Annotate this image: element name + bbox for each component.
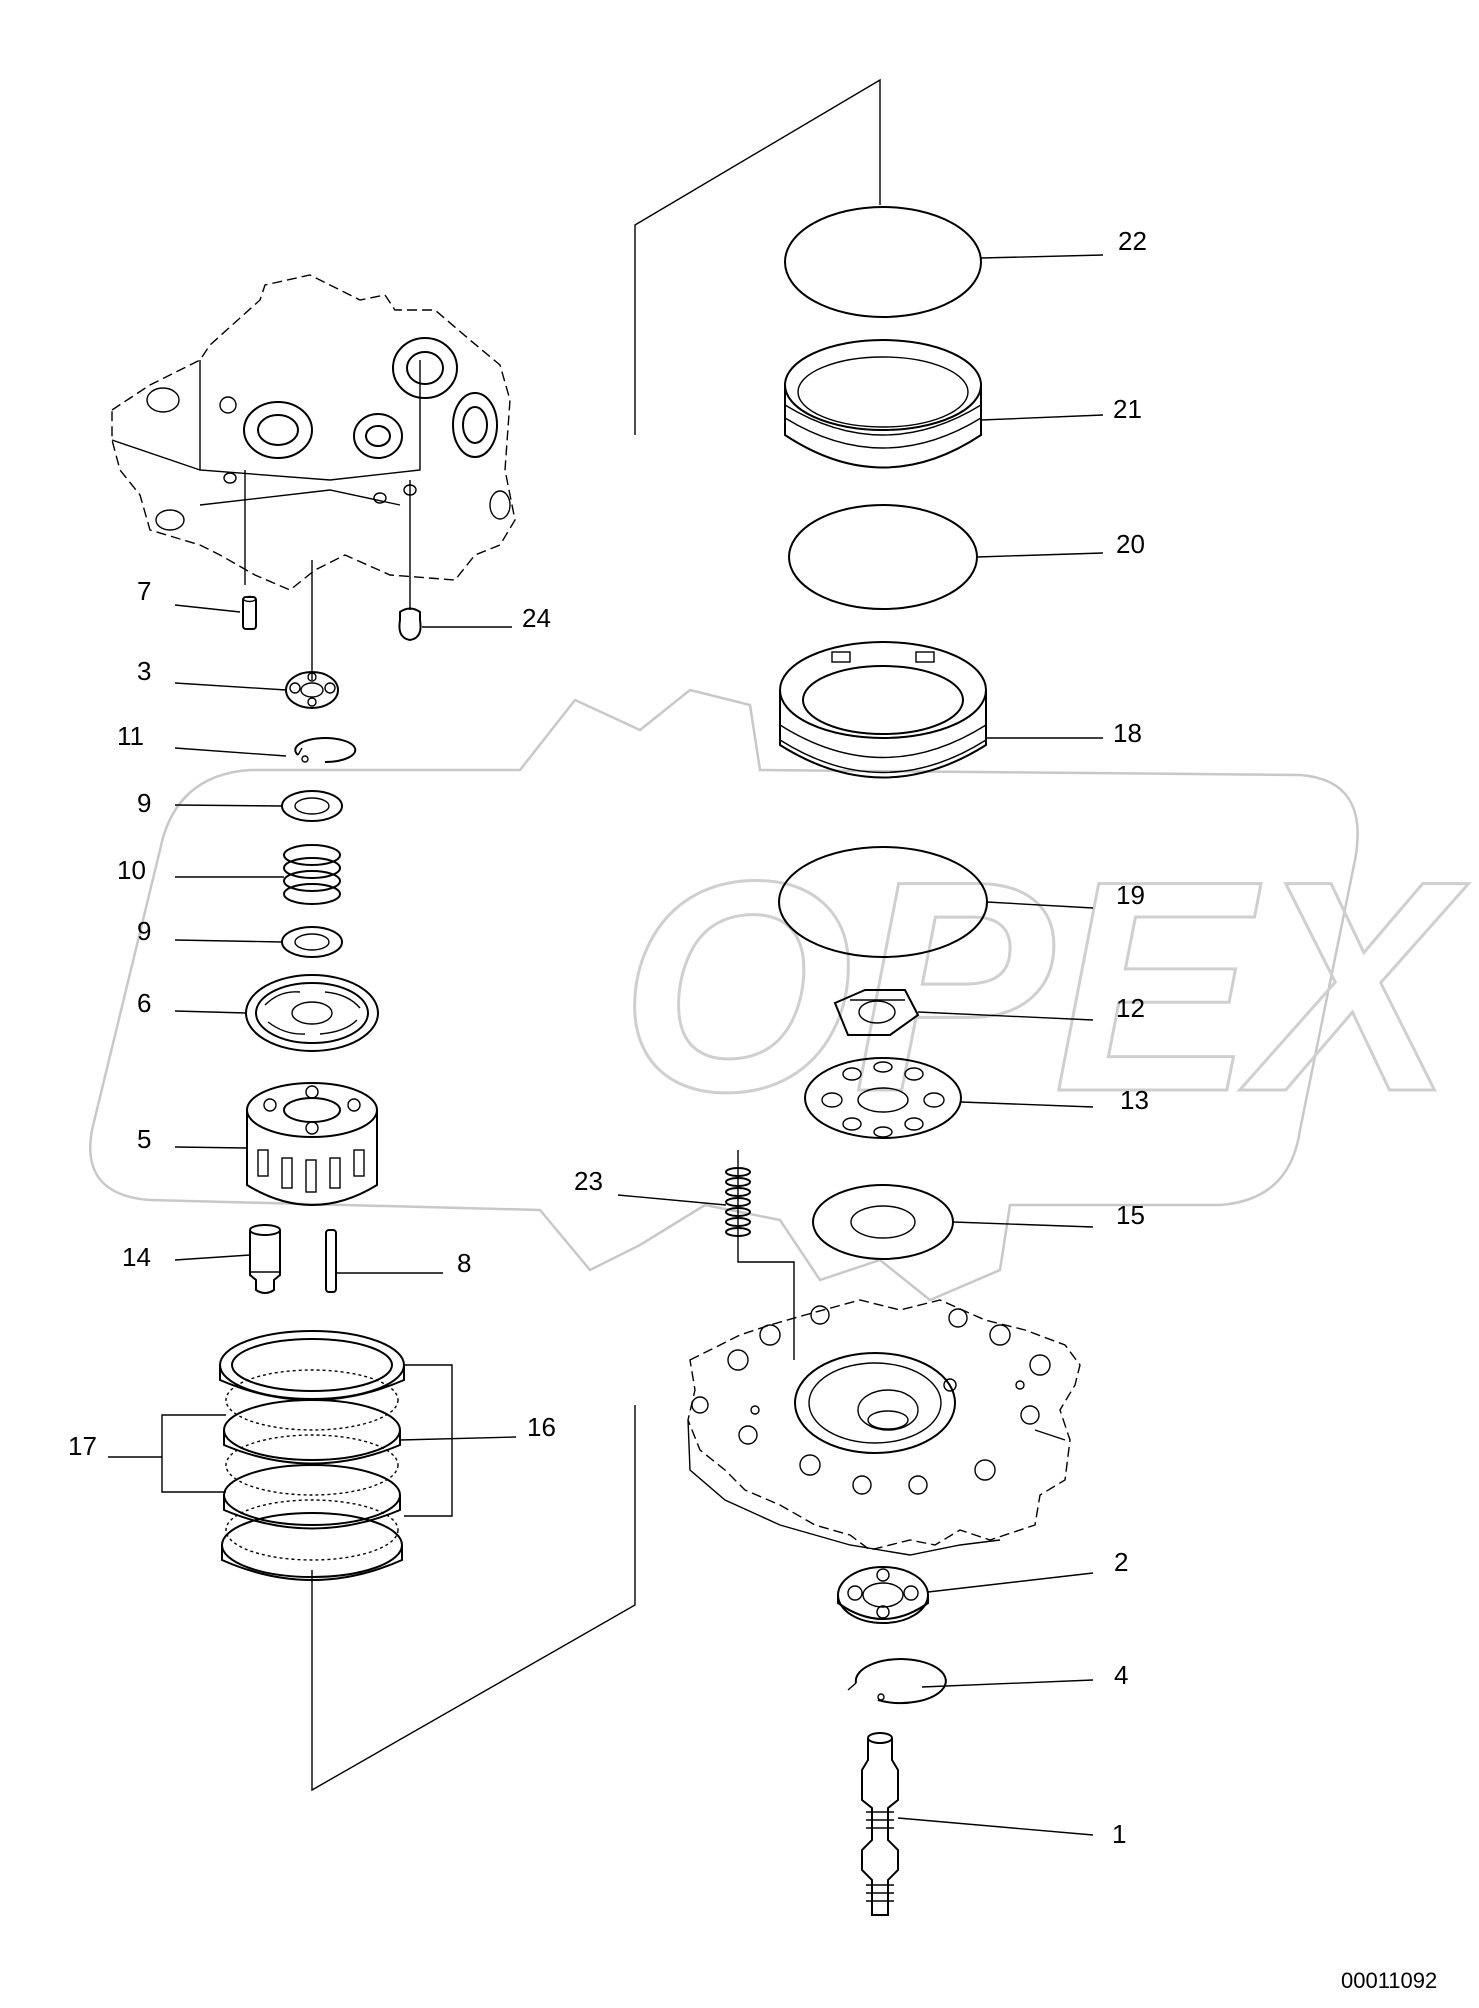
- part-11-snap-ring: [294, 737, 357, 764]
- part-1-shaft: [861, 1732, 899, 1916]
- part-21-ring: [784, 339, 982, 469]
- part-20-o-ring: [788, 504, 978, 610]
- leader-lines: [108, 254, 1104, 1836]
- part-8-pin: [325, 1229, 337, 1293]
- callout-15: 15: [1116, 1200, 1145, 1230]
- callout-4: 4: [1114, 1660, 1128, 1690]
- callout-3: 3: [137, 656, 151, 686]
- callout-19: 19: [1116, 880, 1145, 910]
- part-22-o-ring: [784, 206, 982, 318]
- part-12-bushing: [833, 989, 920, 1036]
- callout-9-lower: 9: [137, 916, 151, 946]
- callout-7: 7: [137, 576, 151, 606]
- callout-10: 10: [117, 855, 146, 885]
- watermark-text: OPEX: [620, 818, 1469, 1154]
- callout-21: 21: [1113, 394, 1142, 424]
- valve-housing: [111, 274, 516, 610]
- callout-18: 18: [1113, 718, 1142, 748]
- callout-5: 5: [137, 1124, 151, 1154]
- part-5-cylinder-block: [246, 1082, 378, 1206]
- callout-labels: 22 21 20 18 19 12 13 15 23 2 4 1 7 24 3 …: [68, 226, 1149, 1849]
- part-23-spring: [725, 1167, 751, 1237]
- part-14-piston: [249, 1224, 281, 1294]
- part-4-snap-ring: [847, 1658, 947, 1705]
- part-13-plate: [804, 1057, 962, 1139]
- part-10-spring: [283, 844, 341, 905]
- document-number: 00011092: [1341, 1968, 1437, 1993]
- callout-8: 8: [457, 1248, 471, 1278]
- callout-2: 2: [1114, 1547, 1128, 1577]
- callout-6: 6: [137, 988, 151, 1018]
- callout-11: 11: [117, 721, 144, 751]
- watermark-logo: OPEX: [89, 688, 1471, 1302]
- part-7-pin: [242, 595, 257, 630]
- callout-13: 13: [1120, 1085, 1149, 1115]
- part-24-plug: [398, 607, 422, 642]
- callout-14: 14: [122, 1242, 151, 1272]
- part-15-swash-plate: [812, 1184, 954, 1260]
- callout-22: 22: [1118, 226, 1147, 256]
- callout-1: 1: [1112, 1819, 1126, 1849]
- callout-17: 17: [68, 1431, 97, 1461]
- callout-16: 16: [527, 1412, 556, 1442]
- part-16-17-disc-stack: [219, 1330, 405, 1581]
- callout-23: 23: [574, 1166, 603, 1196]
- part-2-bearing: [837, 1566, 929, 1624]
- part-9-washer-upper: [281, 790, 343, 822]
- callout-9-upper: 9: [137, 788, 151, 818]
- part-6-valve-plate: [245, 974, 379, 1052]
- part-9-washer-lower: [281, 926, 343, 958]
- callout-24: 24: [522, 603, 551, 633]
- callout-12: 12: [1116, 993, 1145, 1023]
- flange-housing: [687, 1299, 1081, 1556]
- callout-20: 20: [1116, 529, 1145, 559]
- part-18-retainer: [779, 641, 987, 779]
